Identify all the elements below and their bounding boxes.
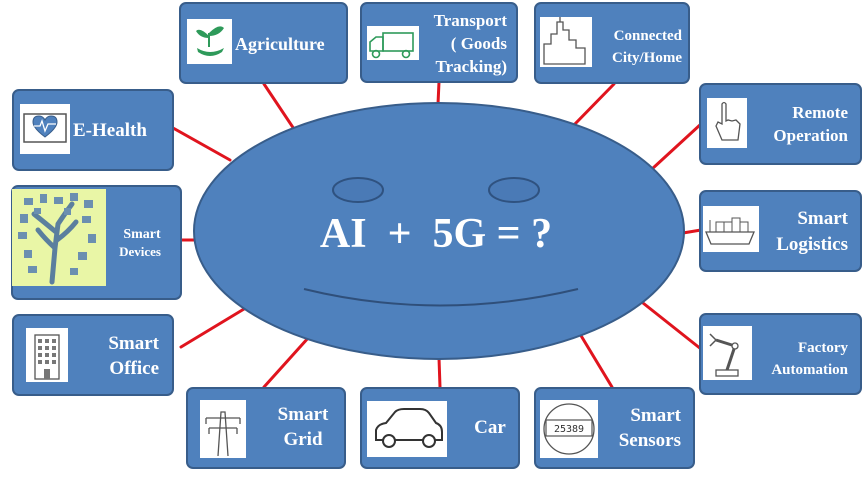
meter-icon: 25389: [540, 400, 598, 458]
factory-automation-label-line-2: Automation: [771, 362, 848, 378]
connector-connected-city: [570, 82, 616, 129]
smart-grid-label-line-2: Grid: [283, 429, 322, 450]
transport-label-line-1: Transport: [434, 11, 508, 30]
connector-smart-office: [179, 307, 246, 349]
smart-logistics-label-line-1: Smart: [797, 208, 848, 229]
connector-agriculture: [262, 82, 298, 134]
e-health-label: E-Health: [73, 120, 147, 141]
node-remote-operation[interactable]: Remote Operation: [699, 83, 862, 165]
meter-reading: 25389: [554, 424, 584, 435]
plant-in-hand-icon: [187, 19, 232, 64]
connector-smart-grid: [262, 335, 311, 389]
smart-devices-label-line-2: Devices: [119, 244, 161, 259]
connector-lines: [171, 80, 703, 389]
remote-operation-label-line-1: Remote: [792, 103, 848, 122]
transport-label-line-2: ( Goods: [451, 34, 508, 53]
node-connected-city[interactable]: Connected City/Home: [534, 2, 690, 84]
city-skyline-icon: [540, 17, 592, 67]
node-box: [360, 2, 518, 83]
left-eye: [332, 177, 384, 203]
truck-icon: [367, 26, 419, 60]
node-smart-logistics[interactable]: Smart Logistics: [699, 190, 862, 272]
node-factory-automation[interactable]: Factory Automation: [699, 313, 862, 395]
node-transport[interactable]: Transport ( Goods Tracking): [360, 2, 518, 83]
device-tree-icon: [12, 189, 106, 286]
remote-operation-label-line-2: Operation: [773, 126, 848, 145]
right-eye: [488, 177, 540, 203]
connector-smart-logistics: [681, 228, 703, 235]
node-smart-grid[interactable]: Smart Grid: [186, 387, 346, 469]
cargo-ship-icon: [703, 206, 759, 252]
center-title: AI + 5G = ?: [320, 211, 552, 257]
smart-sensors-label-line-1: Smart: [630, 405, 681, 426]
factory-automation-label-line-1: Factory: [798, 340, 848, 356]
connector-remote-operation: [650, 122, 703, 171]
node-smart-office[interactable]: Smart Office: [12, 314, 174, 396]
face-ellipse: [193, 102, 685, 360]
connector-smart-sensors: [575, 327, 614, 389]
smile-mouth: [303, 288, 579, 307]
node-car[interactable]: Car: [360, 387, 520, 469]
connector-car: [437, 356, 442, 389]
smart-office-label-line-1: Smart: [108, 333, 159, 354]
node-e-health[interactable]: E-Health: [12, 89, 174, 171]
car-label: Car: [474, 417, 506, 438]
connector-factory-automation: [641, 301, 703, 351]
smart-sensors-label-line-2: Sensors: [619, 430, 681, 451]
power-pylon-icon: [200, 400, 246, 458]
center-face: AI + 5G = ?: [193, 102, 685, 360]
node-smart-devices[interactable]: Smart Devices: [11, 185, 182, 300]
transport-label-line-3: Tracking): [436, 57, 507, 76]
smart-devices-label-line-1: Smart: [123, 227, 161, 242]
robot-arm-icon: [703, 326, 752, 380]
heart-monitor-icon: [20, 104, 70, 154]
car-icon: [367, 401, 447, 457]
node-smart-sensors[interactable]: 25389 Smart Sensors: [534, 387, 695, 469]
smart-office-label-line-2: Office: [109, 358, 159, 379]
connected-city-label-line-2: City/Home: [612, 50, 682, 66]
pointing-hand-icon: [707, 98, 747, 148]
connected-city-label-line-1: Connected: [614, 28, 683, 44]
agriculture-label: Agriculture: [235, 34, 325, 54]
office-building-icon: [26, 328, 68, 382]
smart-logistics-label-line-2: Logistics: [776, 234, 848, 255]
smart-grid-label-line-1: Smart: [278, 404, 329, 425]
node-agriculture[interactable]: Agriculture: [179, 2, 348, 84]
connector-transport: [436, 80, 441, 106]
connector-e-health: [171, 126, 232, 162]
